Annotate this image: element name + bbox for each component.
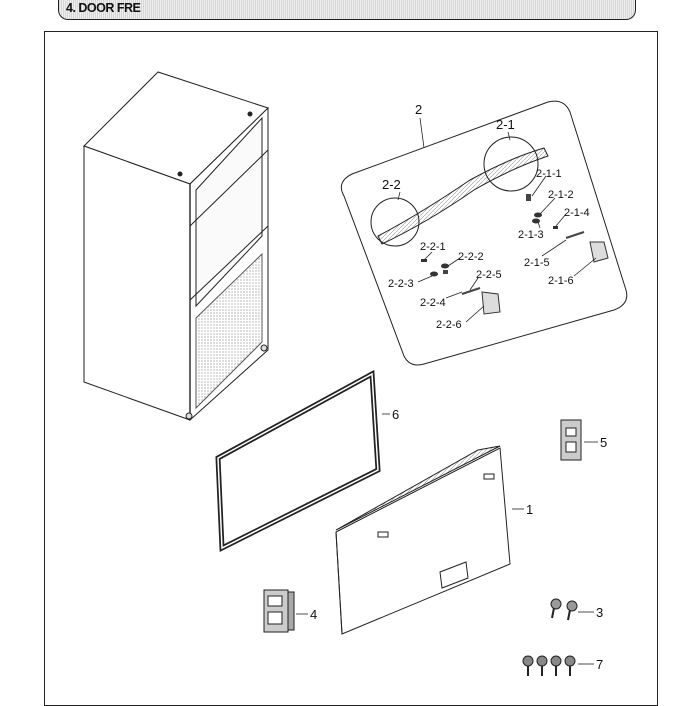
callout-2-1: 2-1 (496, 117, 515, 132)
callout-2-2-4: 2-2-4 (420, 297, 446, 309)
screws-small (550, 598, 578, 621)
callout-2-2-3: 2-2-3 (388, 278, 414, 290)
callout-6: 6 (392, 407, 399, 422)
callout-2-1-5: 2-1-5 (524, 257, 550, 269)
callout-2-1-3: 2-1-3 (518, 229, 544, 241)
callout-2-1-1: 2-1-1 (536, 168, 562, 180)
callout-2-1-6: 2-1-6 (548, 275, 574, 287)
callout-2-2-5: 2-2-5 (476, 269, 502, 281)
callout-2-2: 2-2 (382, 177, 401, 192)
callout-7: 7 (596, 657, 603, 672)
callout-2-2-1: 2-2-1 (420, 241, 446, 253)
callout-2: 2 (415, 102, 422, 117)
hinge-assembly-panel (340, 100, 628, 366)
section-header-bar (58, 0, 636, 20)
callout-labels: 2 2-1 2-2 2-1-1 2-1-2 2-1-3 2-1-4 2-1-5 … (310, 102, 607, 672)
door-gasket (215, 369, 381, 552)
refrigerator-cabinet (83, 71, 269, 422)
callout-2-1-4: 2-1-4 (564, 207, 590, 219)
callout-4: 4 (310, 607, 317, 622)
callout-2-2-2: 2-2-2 (458, 251, 484, 263)
callout-3: 3 (596, 605, 603, 620)
callout-2-2-6: 2-2-6 (436, 319, 462, 331)
screws-row (522, 655, 576, 676)
callout-1: 1 (526, 502, 533, 517)
callout-5: 5 (600, 435, 607, 450)
door-panel (335, 445, 511, 635)
bracket-left (263, 589, 295, 633)
bracket-right (560, 419, 582, 461)
leader-lines (296, 117, 598, 665)
callout-2-1-2: 2-1-2 (548, 189, 574, 201)
section-title: 4. DOOR FRE (66, 1, 141, 15)
